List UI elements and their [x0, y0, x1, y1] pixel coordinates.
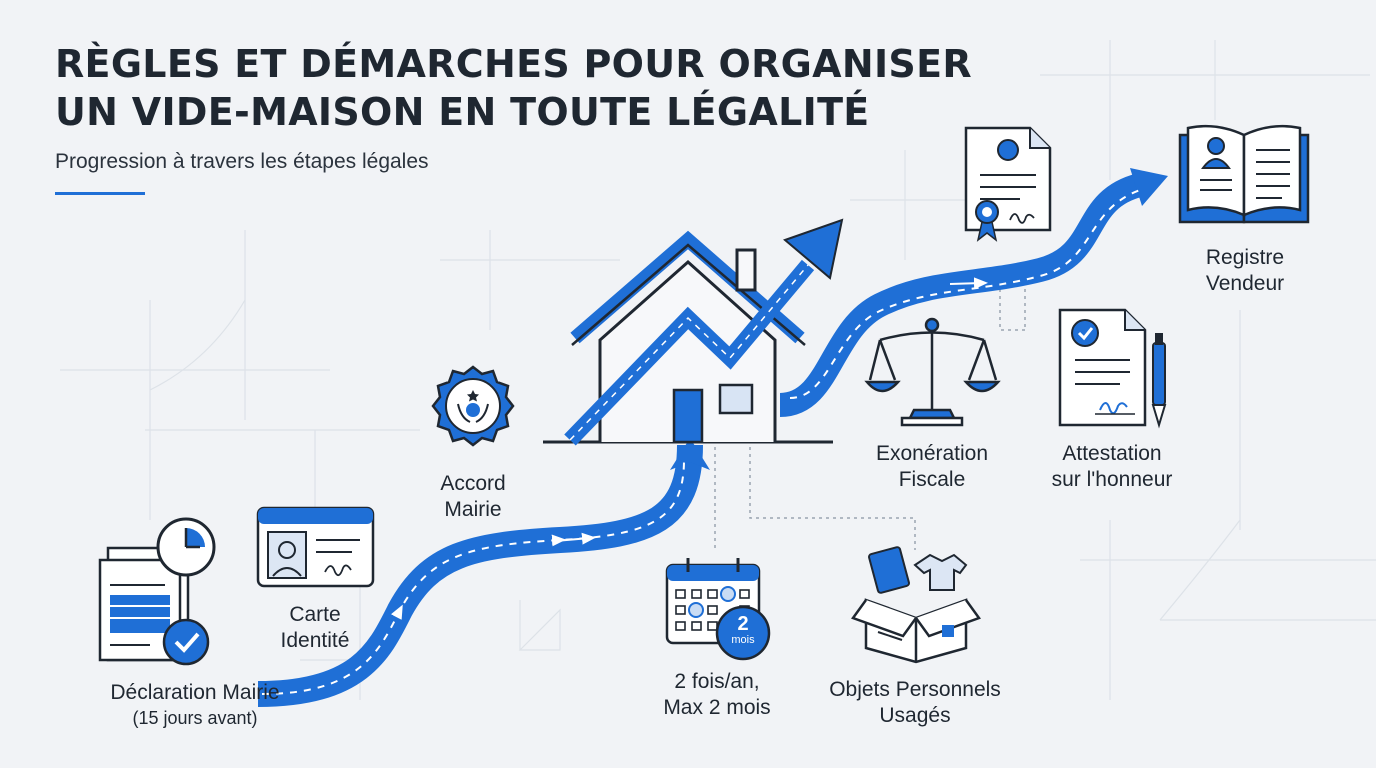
label-objets-line2: Usagés	[879, 704, 951, 727]
label-carte-line1: Carte	[289, 603, 341, 626]
label-accord-line1: Accord	[440, 472, 506, 495]
label-exoneration-line1: Exonération	[875, 442, 989, 465]
label-attestation: Attestation sur l'honneur	[1027, 441, 1197, 493]
label-frequence-line1: 2 fois/an,	[674, 670, 760, 693]
label-attestation-line2: sur l'honneur	[1051, 468, 1173, 491]
calendar-badge: 2 mois	[717, 614, 769, 647]
label-declaration-line1: Déclaration Mairie	[110, 681, 280, 704]
document-clock-check-icon	[98, 517, 216, 666]
label-declaration-mairie: Déclaration Mairie (15 jours avant)	[45, 680, 345, 730]
label-declaration-line2: (15 jours avant)	[132, 708, 258, 728]
title-line-1: RÈGLES ET DÉMARCHES POUR ORGANISER	[55, 42, 972, 86]
label-objets-line1: Objets Personnels	[829, 678, 1001, 701]
signed-document-pen-icon	[1058, 308, 1167, 429]
label-frequence: 2 fois/an, Max 2 mois	[627, 669, 807, 721]
label-exoneration-line2: Fiscale	[898, 468, 966, 491]
page-title: RÈGLES ET DÉMARCHES POUR ORGANISER UN VI…	[55, 40, 972, 136]
title-line-2: UN VIDE-MAISON EN TOUTE LÉGALITÉ	[55, 90, 870, 134]
label-accord-mairie: Accord Mairie	[393, 471, 553, 523]
progress-path	[257, 168, 1168, 707]
label-objets-personnels: Objets Personnels Usagés	[805, 677, 1025, 729]
label-exoneration-fiscale: Exonération Fiscale	[852, 441, 1012, 493]
label-carte-identite: Carte Identité	[235, 602, 395, 654]
calendar-badge-unit: mois	[731, 634, 755, 646]
open-box-icon	[851, 546, 981, 664]
label-registre-vendeur: Registre Vendeur	[1165, 245, 1325, 297]
calendar-icon	[665, 558, 771, 661]
page-subtitle: Progression à travers les étapes légales	[55, 150, 429, 173]
label-registre-line1: Registre	[1205, 246, 1285, 269]
label-registre-line2: Vendeur	[1205, 272, 1285, 295]
label-frequence-line2: Max 2 mois	[663, 696, 771, 719]
calendar-badge-value: 2	[737, 613, 749, 635]
open-register-book-icon	[1178, 124, 1310, 224]
balance-scale-icon	[864, 317, 1001, 427]
seal-badge-icon	[431, 365, 515, 447]
certificate-icon	[964, 126, 1052, 242]
label-attestation-line1: Attestation	[1062, 442, 1162, 465]
id-card-icon	[256, 506, 375, 588]
label-carte-line2: Identité	[280, 629, 350, 652]
house-growth-arrow-icon	[543, 218, 844, 446]
title-accent-line	[55, 192, 145, 195]
label-accord-line2: Mairie	[444, 498, 502, 521]
